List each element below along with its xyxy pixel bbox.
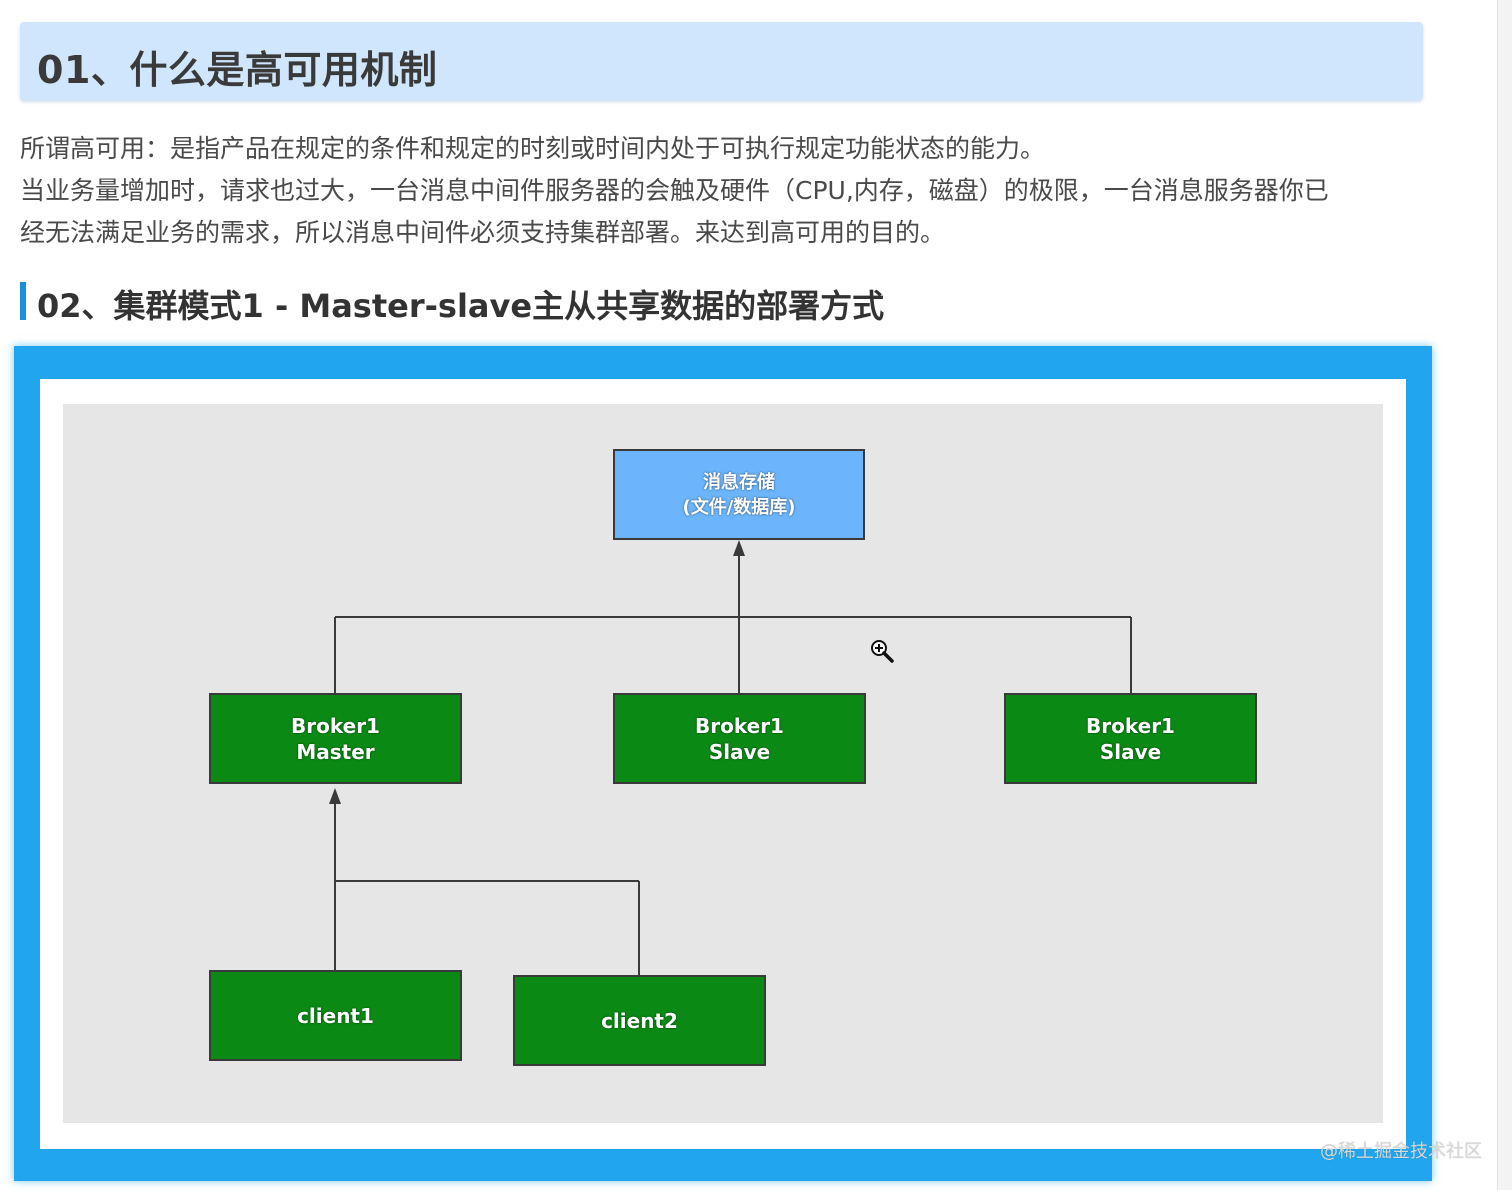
client1-node: client1: [209, 970, 462, 1061]
broker-slave-b-label-1: Broker1: [1086, 713, 1175, 738]
client2-node: client2: [513, 975, 766, 1066]
section-title-2: 02、集群模式1 - Master-slave主从共享数据的部署方式: [37, 287, 885, 325]
section-heading-1: 01、什么是高可用机制: [20, 22, 1423, 100]
broker-master-node: Broker1 Master: [209, 693, 462, 784]
broker-slave-node-b: Broker1 Slave: [1004, 693, 1257, 784]
broker-master-label-1: Broker1: [291, 713, 380, 738]
broker-slave-node-a: Broker1 Slave: [613, 693, 866, 784]
master-arrowhead: [329, 788, 341, 804]
diagram-frame-inner: 消息存储 (文件/数据库) Broker1 Master Broker1 Sla…: [40, 379, 1406, 1149]
intro-paragraph: 所谓高可用：是指产品在规定的条件和规定的时刻或时间内处于可执行规定功能状态的能力…: [20, 128, 1420, 254]
diagram-frame: 消息存储 (文件/数据库) Broker1 Master Broker1 Sla…: [14, 346, 1432, 1181]
message-storage-node: 消息存储 (文件/数据库): [613, 449, 865, 540]
paragraph-line-3: 经无法满足业务的需求，所以消息中间件必须支持集群部署。来达到高可用的目的。: [20, 218, 946, 247]
broker-master-label-2: Master: [296, 739, 375, 764]
diagram-canvas: 消息存储 (文件/数据库) Broker1 Master Broker1 Sla…: [63, 404, 1383, 1123]
broker-slave-b-label-2: Slave: [1099, 739, 1162, 764]
client2-label: client2: [601, 1008, 678, 1033]
client1-label: client1: [297, 1003, 374, 1028]
storage-label-line-2: (文件/数据库): [682, 496, 796, 518]
paragraph-line-1: 所谓高可用：是指产品在规定的条件和规定的时刻或时间内处于可执行规定功能状态的能力…: [20, 134, 1046, 163]
storage-arrowhead: [733, 540, 745, 556]
scrollbar[interactable]: [1497, 0, 1512, 1190]
broker-slave-a-label-2: Slave: [708, 739, 771, 764]
storage-label-line-1: 消息存储: [703, 471, 775, 493]
diagram-connectors: [329, 540, 1132, 976]
broker-slave-a-label-1: Broker1: [695, 713, 784, 738]
section-title-1: 01、什么是高可用机制: [37, 48, 438, 92]
paragraph-line-2: 当业务量增加时，请求也过大，一台消息中间件服务器的会触及硬件（CPU,内存，磁盘…: [20, 176, 1329, 205]
heading-accent-bar: [20, 282, 26, 320]
zoom-in-cursor-icon: [871, 640, 894, 663]
watermark: @稀土掘金技术社区: [1320, 1141, 1482, 1162]
